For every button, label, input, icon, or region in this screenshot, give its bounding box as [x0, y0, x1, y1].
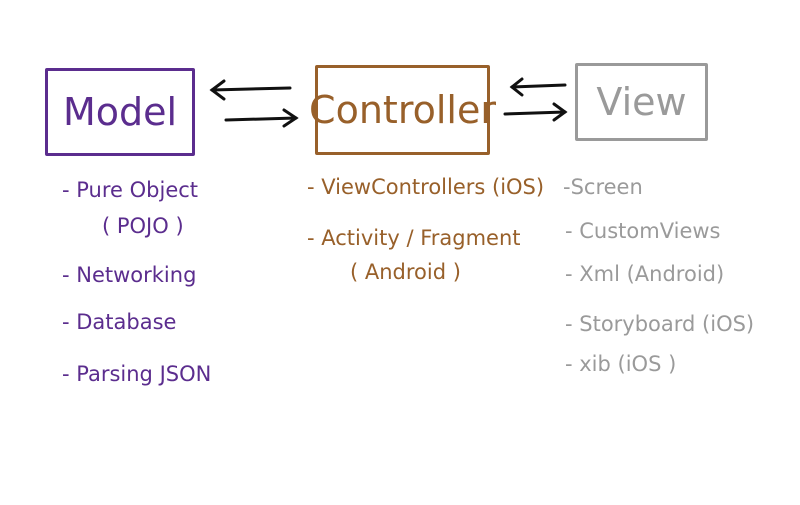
view-box: View	[575, 63, 708, 141]
view-item: - xib (iOS )	[565, 352, 677, 376]
controller-item: - ViewControllers (iOS)	[307, 175, 545, 199]
model-item: - Pure Object	[62, 178, 199, 202]
arrow-controller-to-model	[209, 79, 292, 101]
controller-item: ( Android )	[350, 260, 461, 284]
controller-box: Controller	[309, 65, 496, 155]
arrow-model-to-controller	[224, 108, 299, 128]
view-item: - CustomViews	[565, 219, 721, 243]
view-title: View	[596, 80, 687, 124]
model-item: - Networking	[62, 263, 197, 287]
arrow-view-to-controller	[509, 77, 567, 97]
view-item: - Xml (Android)	[565, 262, 725, 286]
controller-item: - Activity / Fragment	[307, 226, 521, 250]
model-title: Model	[62, 90, 178, 134]
model-item: ( POJO )	[102, 214, 184, 238]
model-item: - Parsing JSON	[62, 362, 212, 386]
model-item: - Database	[62, 310, 177, 334]
controller-title: Controller	[309, 88, 496, 132]
model-box: Model	[45, 68, 195, 156]
view-item: -Screen	[563, 175, 643, 199]
arrow-controller-to-view	[503, 102, 568, 122]
view-item: - Storyboard (iOS)	[565, 312, 755, 336]
